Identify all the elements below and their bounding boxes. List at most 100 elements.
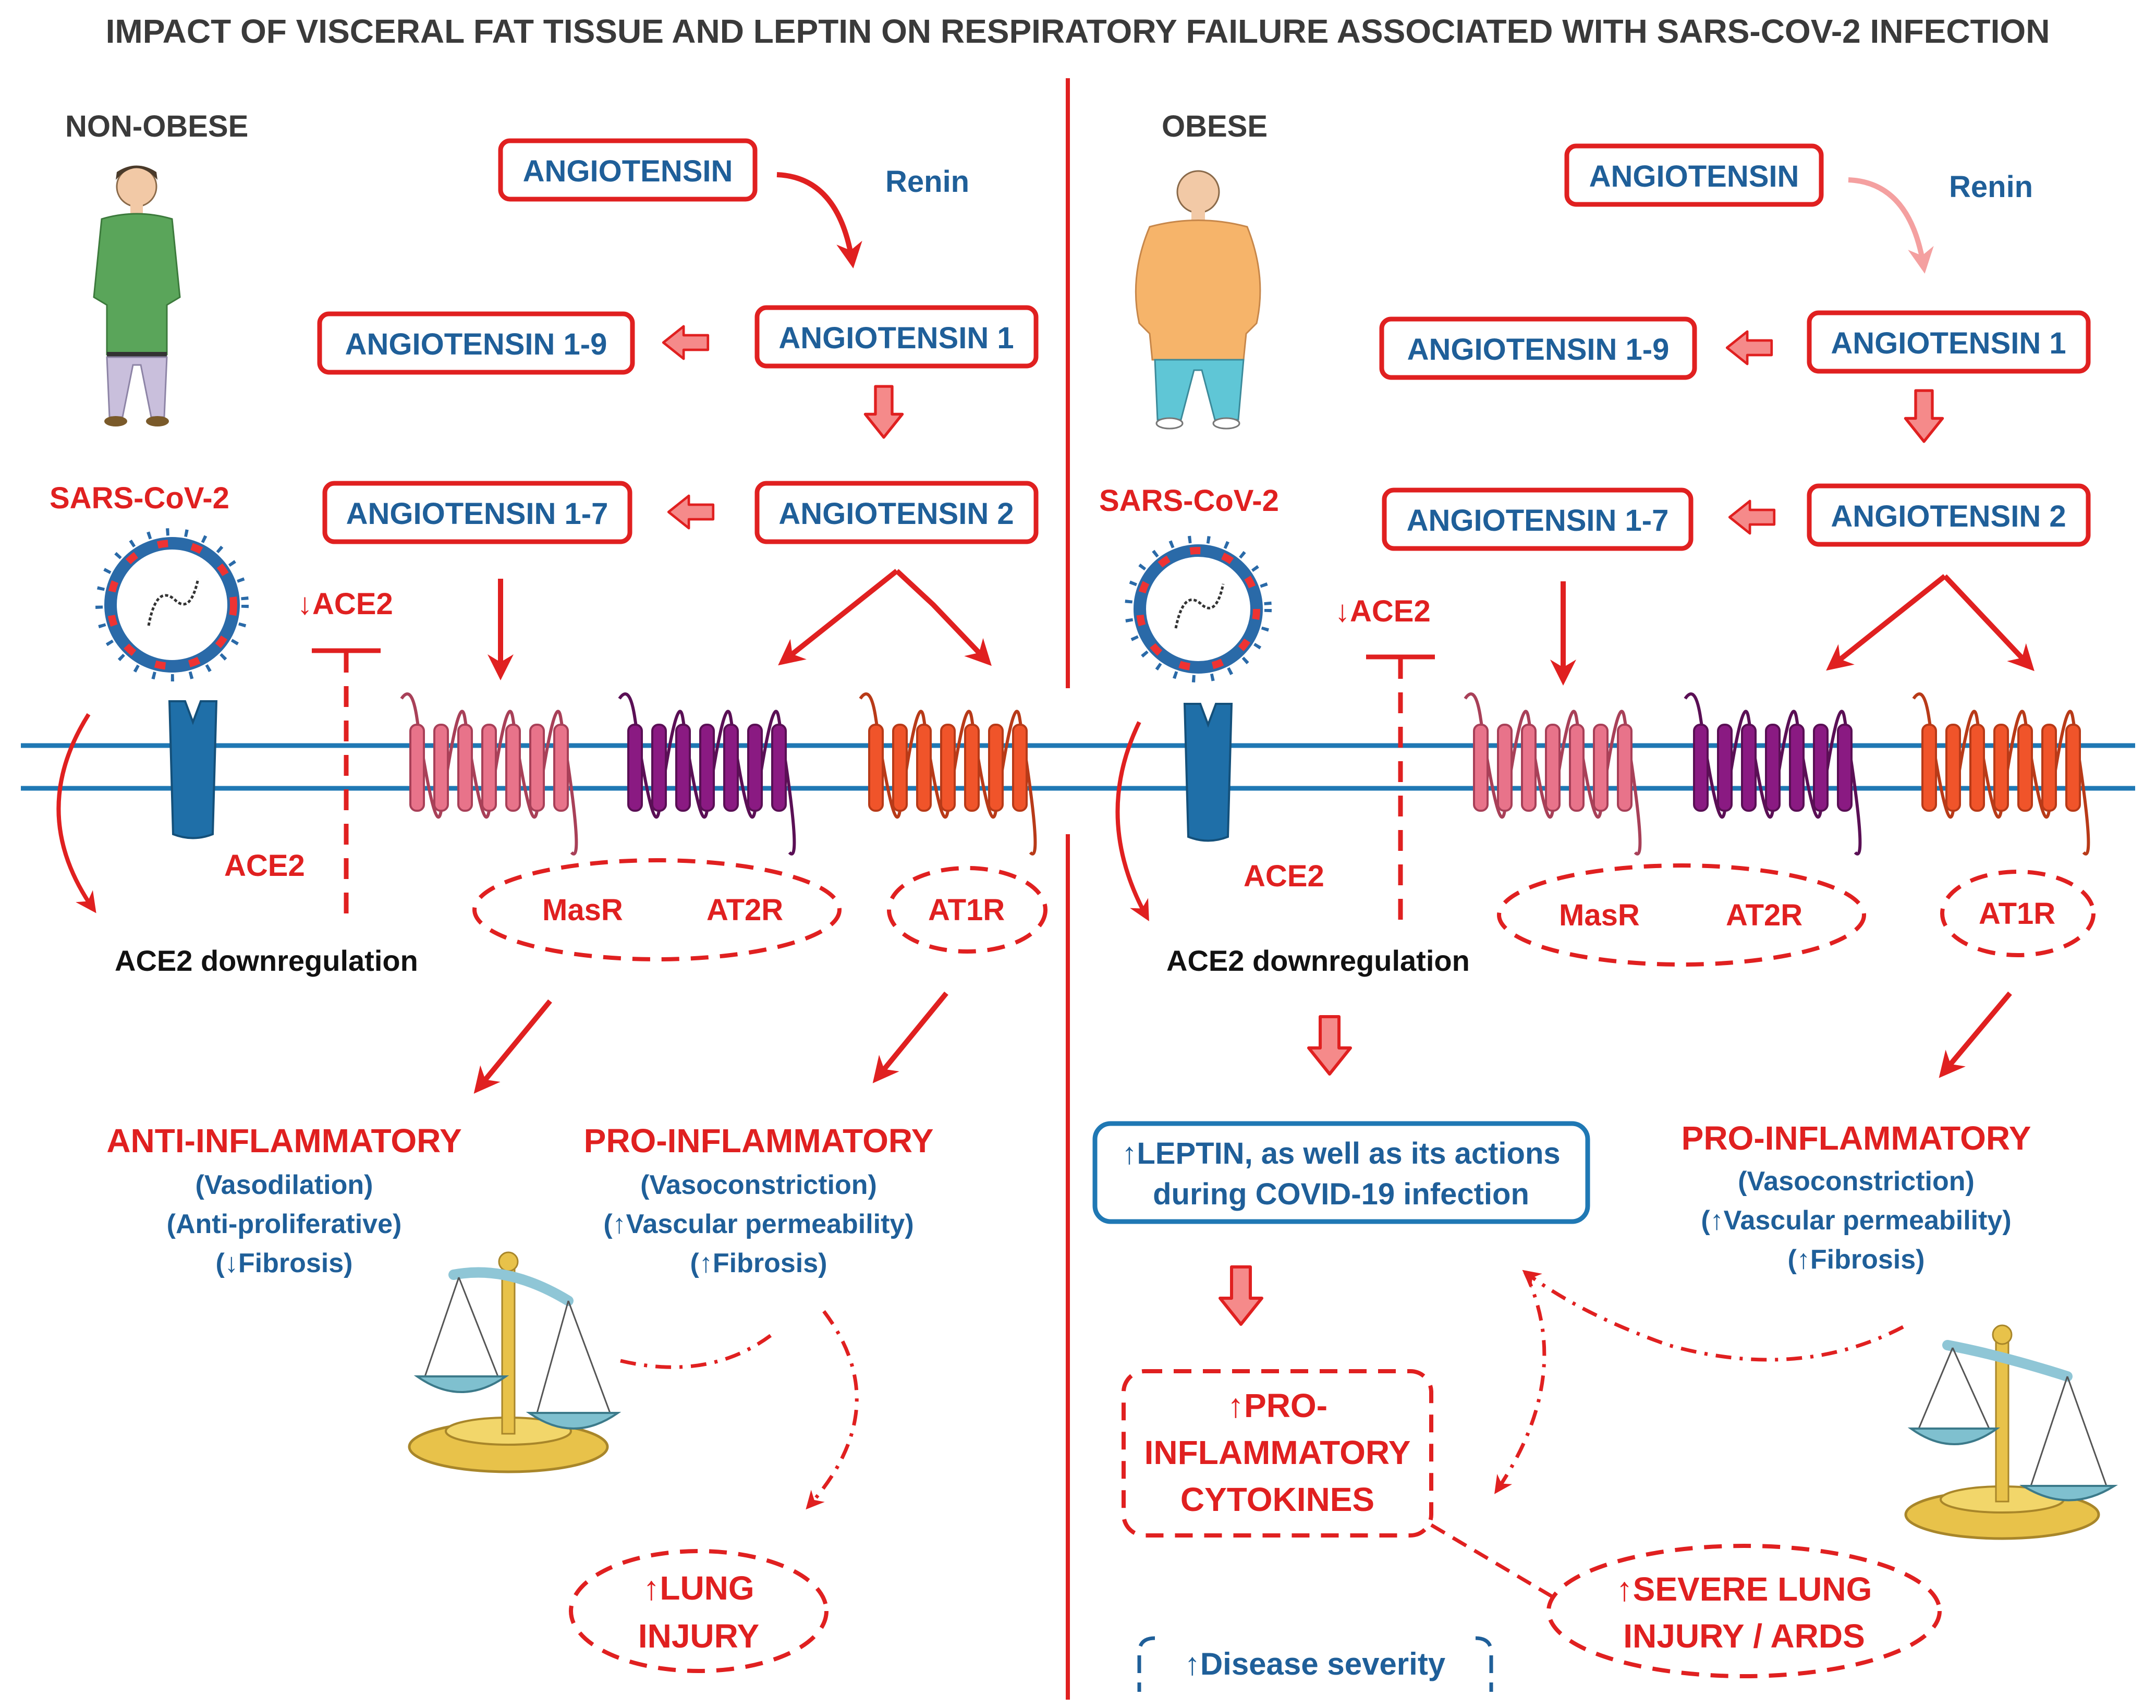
right-ace2-downregulation-label: ACE2 downregulation [1166, 944, 1470, 977]
left-ang19-box [317, 311, 635, 375]
left-at1r-helix [868, 724, 884, 812]
right-leptin-box [1092, 1121, 1590, 1224]
right-masr-helix [1497, 724, 1513, 812]
right-severe-injury-ellipse [1546, 1544, 1942, 1678]
left-at2r-helix [771, 724, 787, 812]
right-ang1-to-ang2-arrow [1905, 391, 1942, 442]
right-masr-at2r-ellipse [1497, 863, 1866, 967]
right-masr-helix [1521, 724, 1537, 812]
left-at1r-helix [940, 724, 956, 812]
left-masr-helix [481, 724, 497, 812]
left-ace2-decrease-label: ↓ACE2 [297, 587, 393, 621]
right-at1r-helix [1993, 724, 2009, 812]
right-ang2-box [1807, 483, 2091, 547]
right-pro-item-2: (↑Vascular permeability) [1701, 1205, 2011, 1236]
left-pro-item-3: (↑Fibrosis) [690, 1248, 827, 1278]
left-lung-line-1: ↑LUNG [643, 1569, 754, 1607]
left-panel: NON-OBESE ANGIOTENSIN Renin ANGIOTENSIN … [50, 109, 1047, 1673]
right-ang2-split-left-arrow [1826, 574, 1947, 671]
right-at1r-label: AT1R [1979, 897, 2055, 931]
right-at1r-helix [2017, 724, 2033, 812]
right-balance-scale-icon [1904, 1324, 2118, 1540]
right-panel: OBESE ANGIOTENSIN Renin ANGIOTENSIN 1 AN… [1092, 109, 2118, 1692]
left-at2r-helix [627, 724, 643, 812]
figure-title: IMPACT OF VISCERAL FAT TISSUE AND LEPTIN… [106, 13, 2050, 50]
left-lung-line-2: INJURY [638, 1617, 759, 1655]
right-at1r-ellipse [1940, 870, 2096, 957]
left-masr-helix [529, 724, 545, 812]
left-ang2-to-ang17-arrow [668, 496, 713, 528]
left-ang19-label: ANGIOTENSIN 1-9 [345, 327, 607, 361]
right-downregulation-to-leptin-arrow [1309, 1017, 1350, 1074]
left-anti-item-3: (↓Fibrosis) [216, 1248, 353, 1278]
right-masr-helix [1569, 724, 1585, 812]
left-at2r-helix [675, 724, 691, 812]
right-ang1-box [1807, 310, 2091, 374]
left-masr-label: MasR [542, 893, 623, 927]
left-masr-helix [433, 724, 449, 812]
right-virus-icon [1125, 535, 1272, 682]
right-ang2-to-ang17-arrow [1729, 501, 1774, 533]
left-ang2-split-left-arrow [778, 569, 899, 666]
right-cytokines-line-1: ↑PRO- [1227, 1387, 1327, 1424]
left-masr-helix [409, 724, 425, 812]
left-ang2-label: ANGIOTENSIN 2 [778, 497, 1014, 531]
right-internalization-arrow [1115, 721, 1149, 922]
left-at2r-label: AT2R [707, 893, 783, 927]
left-balance-scale-icon [408, 1251, 622, 1473]
right-at2r-helix [1717, 724, 1733, 812]
left-masr-to-anti-arrow [473, 999, 552, 1094]
left-at1r-to-pro-arrow [872, 991, 948, 1083]
left-angiotensin-label: ANGIOTENSIN [523, 154, 733, 188]
right-renin-arrow [1848, 177, 1934, 274]
right-at2r-helix [1765, 724, 1781, 812]
right-ang2-split-right-arrow [1943, 574, 2035, 672]
right-at2r-helix [1741, 724, 1757, 812]
right-leptin-line-1: ↑LEPTIN, as well as its actions [1122, 1137, 1560, 1170]
right-ang1-to-ang19-arrow [1727, 332, 1772, 364]
left-at1r-helix [964, 724, 980, 812]
left-at2r-receptor-icon [618, 692, 796, 856]
left-ang2-split-right-arrow [895, 569, 992, 666]
right-leptin-to-cytokines-dashed-arrow [1494, 1271, 1546, 1494]
left-ang1-box [754, 305, 1039, 369]
right-at1r-helix [1969, 724, 1985, 812]
right-pro-item-1: (Vasoconstriction) [1738, 1166, 1975, 1197]
left-masr-at2r-ellipse [472, 858, 842, 961]
right-masr-helix [1617, 724, 1633, 812]
left-anti-item-2: (Anti-proliferative) [167, 1209, 402, 1239]
right-angiotensin-box [1564, 143, 1824, 207]
left-at2r-helix [699, 724, 715, 812]
right-at2r-receptor-icon [1684, 692, 1862, 856]
obese-person-icon [1135, 170, 1261, 430]
right-at2r-label: AT2R [1726, 898, 1802, 932]
left-ang17-label: ANGIOTENSIN 1-7 [346, 497, 608, 531]
left-at1r-receptor-icon [859, 692, 1037, 856]
left-at1r-label: AT1R [928, 893, 1005, 927]
right-cytokines-line-3: CYTOKINES [1180, 1481, 1374, 1518]
left-ang2-box [754, 481, 1039, 544]
left-pro-item-2: (↑Vascular permeability) [603, 1209, 913, 1239]
right-ang19-box [1379, 316, 1697, 380]
right-at1r-helix [2041, 724, 2057, 812]
left-anti-item-1: (Vasodilation) [196, 1170, 373, 1200]
left-ace2-downregulation-label: ACE2 downregulation [115, 944, 418, 977]
left-renin-label: Renin [885, 165, 969, 199]
left-group-label: NON-OBESE [65, 109, 248, 143]
left-ang1-to-ang19-arrow [663, 326, 708, 359]
right-ang2-label: ANGIOTENSIN 2 [1831, 499, 2066, 533]
right-at2r-helix [1813, 724, 1829, 812]
left-at1r-helix [988, 724, 1004, 812]
right-pro-to-leptin-dashed-arrow [1522, 1270, 1904, 1362]
right-at1r-helix [1921, 724, 1937, 812]
right-angiotensin-label: ANGIOTENSIN [1589, 160, 1799, 193]
left-pro-item-1: (Vasoconstriction) [640, 1170, 877, 1200]
left-at1r-ellipse [887, 866, 1047, 954]
right-masr-helix [1545, 724, 1561, 812]
left-ace2-receptor-icon [168, 700, 218, 839]
left-pro-to-lung-dashed-arrow [620, 1310, 859, 1507]
right-ang1-label: ANGIOTENSIN 1 [1831, 326, 2066, 360]
left-ace2-label: ACE2 [224, 849, 305, 883]
right-leptin-line-2: during COVID-19 infection [1153, 1177, 1529, 1211]
